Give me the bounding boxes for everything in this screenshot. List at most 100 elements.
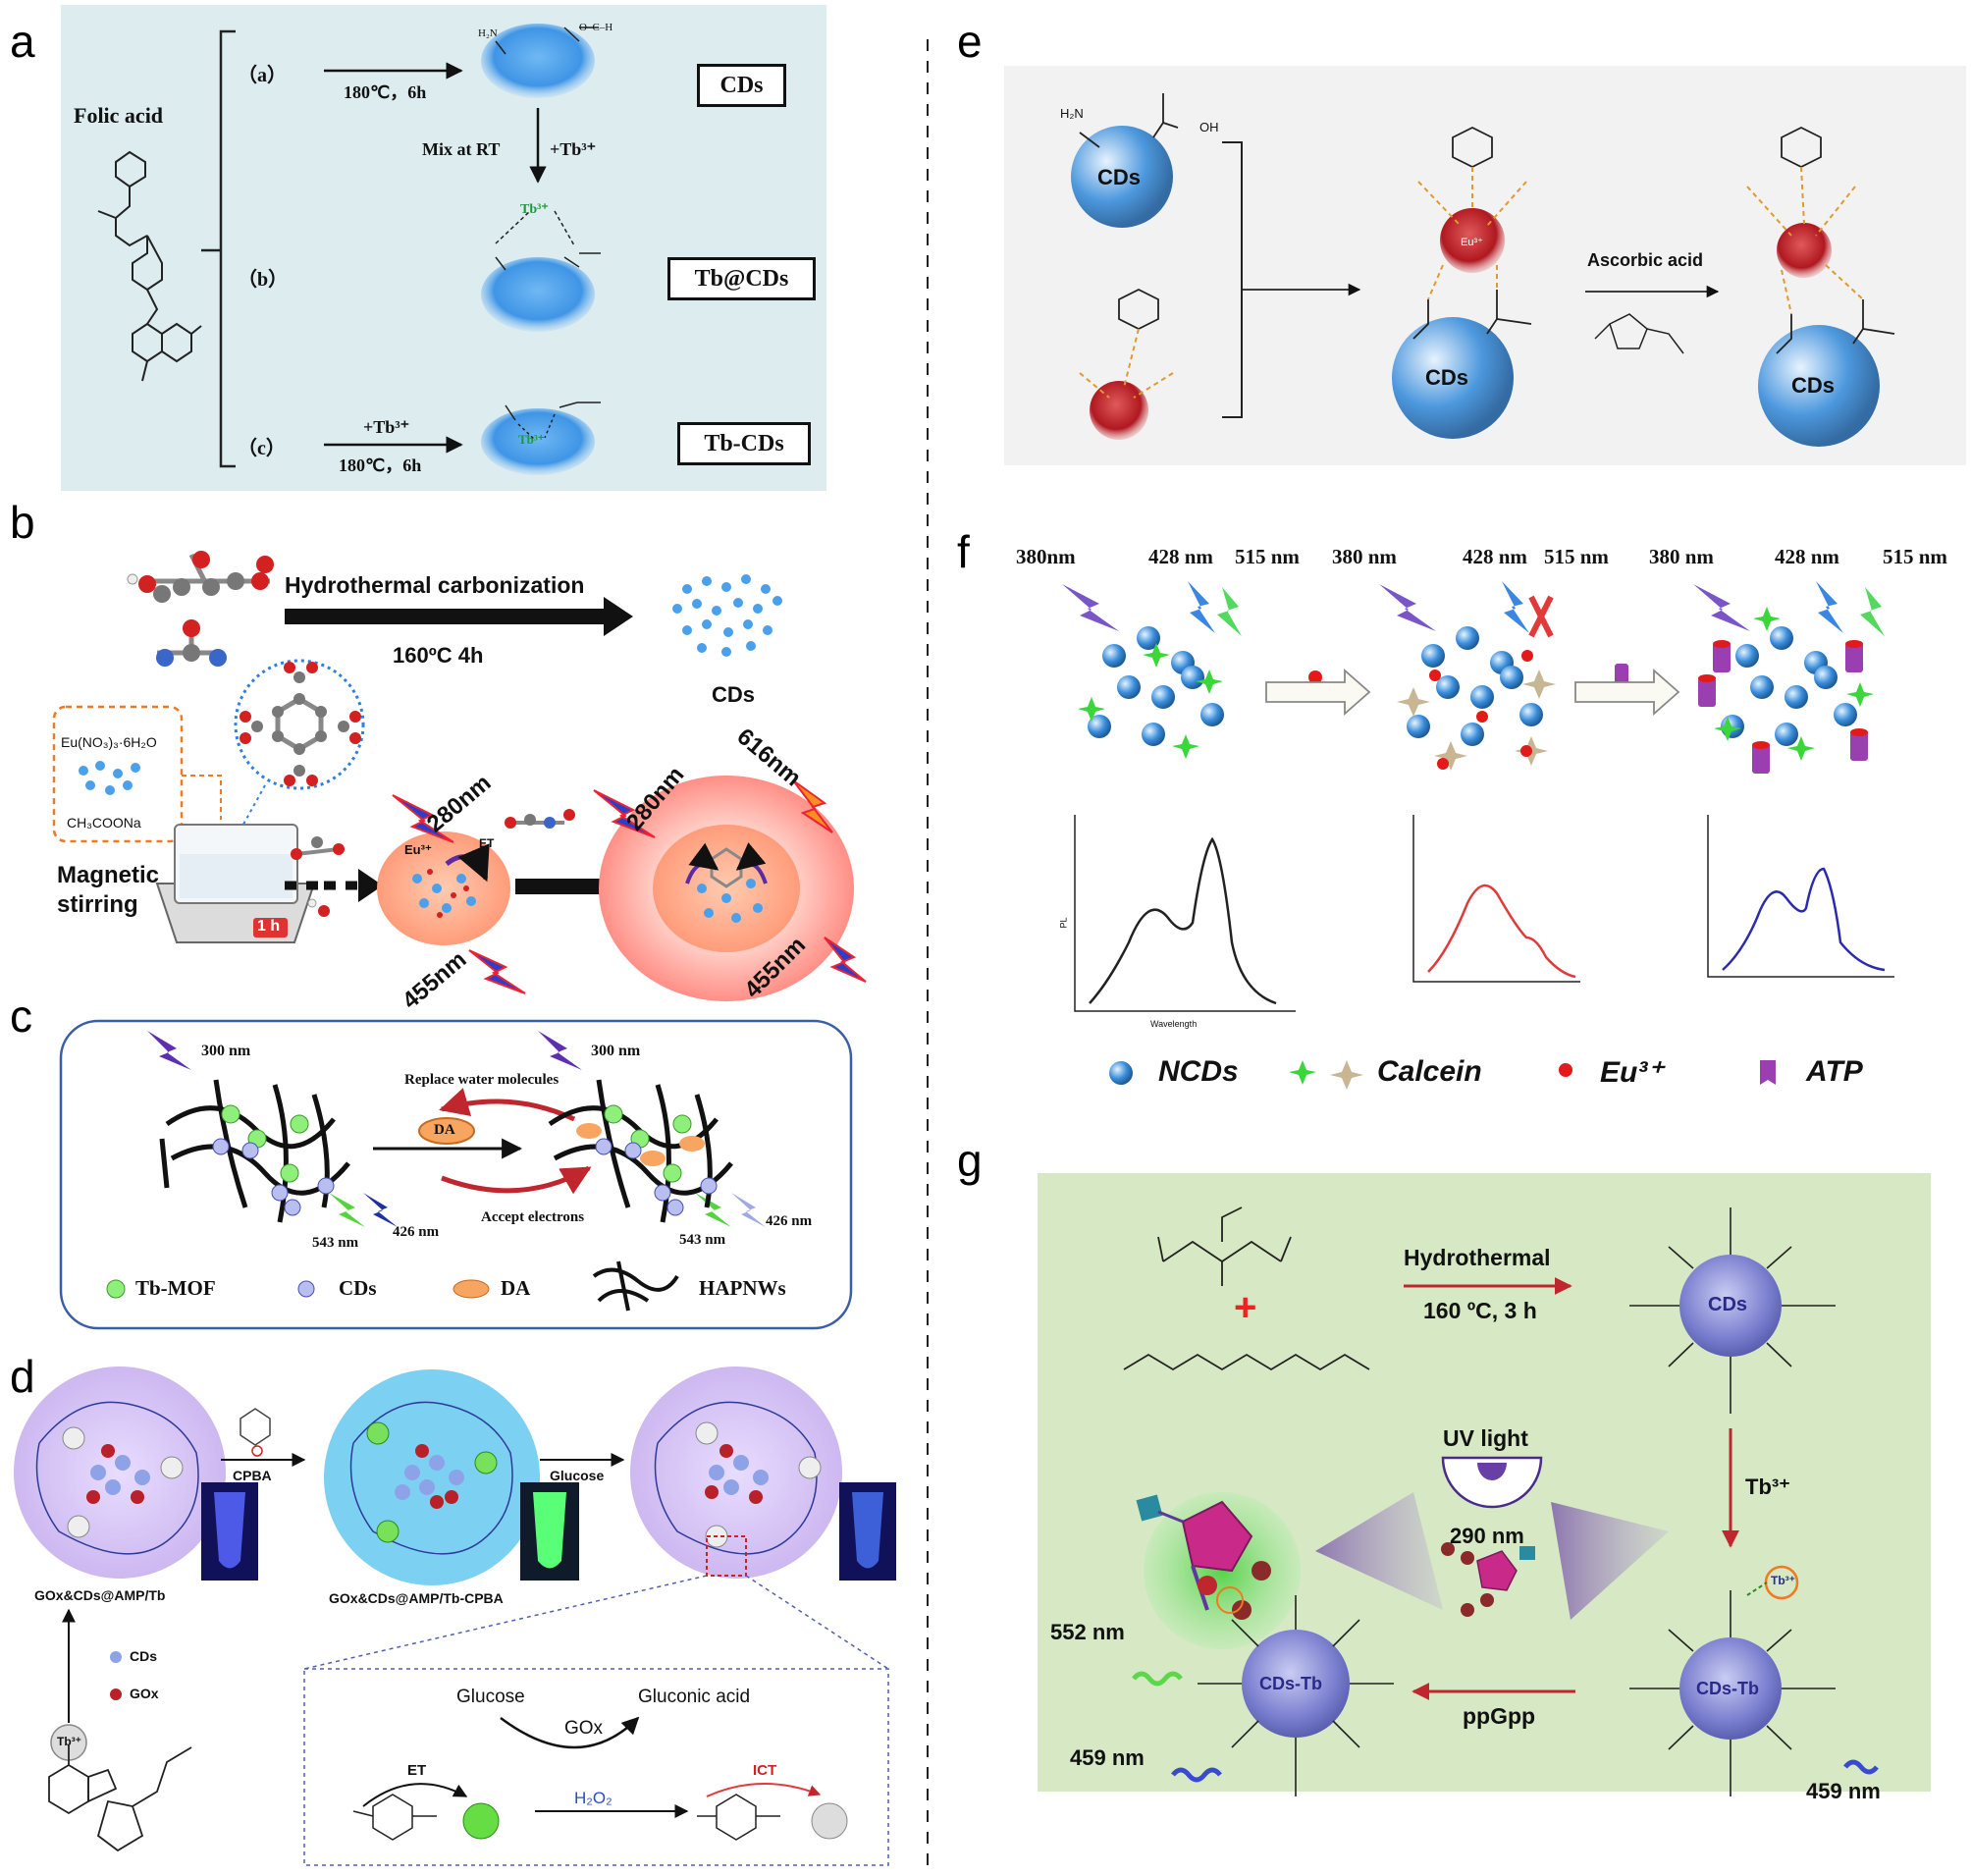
cds-e-2 <box>1392 317 1514 439</box>
ppgpp-label: ppGpp <box>1463 1703 1536 1729</box>
tb-at-cds-particle <box>481 257 595 332</box>
lightning-bolts-b <box>392 779 867 994</box>
tb-ion-c: Tb³⁺ <box>518 432 545 447</box>
ncds-balls <box>1088 626 1857 746</box>
cds-e-label-3: CDs <box>1791 373 1836 398</box>
folic-acid-label: Folic acid <box>74 103 164 128</box>
molecule-urea <box>156 619 227 667</box>
teta-structure <box>1123 1353 1370 1371</box>
panel-label-f: f <box>957 526 970 577</box>
spectrum-3 <box>1722 867 1886 972</box>
wl-459-left-label: 459 nm <box>1070 1745 1145 1770</box>
eu-e-label: Eu³⁺ <box>1461 237 1483 248</box>
h2o2-label: H₂O₂ <box>574 1789 613 1807</box>
uv-lamp <box>1441 1456 1543 1509</box>
wl-300-a: 300 nm <box>201 1043 251 1059</box>
legend-ncds: NCDs <box>1158 1055 1239 1088</box>
svg-text:+: + <box>1234 1286 1256 1329</box>
citric-acid-structure <box>1157 1206 1292 1286</box>
emission-459-left <box>1171 1767 1222 1783</box>
wl-426-a: 426 nm <box>393 1224 440 1240</box>
panel-c-frame <box>59 1019 853 1330</box>
tb-cds-particle <box>481 408 595 475</box>
zoom-box-d <box>303 1668 889 1866</box>
cooh-label: O–C–H <box>579 22 613 33</box>
condition-a: 180℃，6h <box>344 82 427 102</box>
tb-ion-g: Tb³⁺ <box>1771 1574 1795 1587</box>
legend-tbmof: Tb-MOF <box>135 1276 216 1300</box>
lightning-bolts-c <box>147 1031 766 1227</box>
da-label-arrow: DA <box>434 1122 455 1138</box>
acetate-label: CH₃COONa <box>67 815 141 831</box>
uv-beam-left <box>1315 1492 1443 1610</box>
tb-green-sphere <box>462 1802 500 1840</box>
mix-at-rt: Mix at RT <box>422 139 501 159</box>
condition-c: 180℃，6h <box>339 456 422 475</box>
cds-e-label-2: CDs <box>1425 365 1469 390</box>
et-label-d: ET <box>407 1762 427 1779</box>
green-emission-glow <box>1144 1492 1301 1649</box>
legend-gox-dot <box>110 1688 122 1700</box>
cds-e-label-1: CDs <box>1097 165 1142 189</box>
eu-e-3 <box>1777 223 1832 278</box>
ppgpp-bound <box>1181 1500 1253 1573</box>
legend-cds-c: CDs <box>339 1276 377 1300</box>
f-wl-5: 428 nm <box>1463 545 1527 568</box>
gox-enzyme-label: GOx <box>564 1718 604 1739</box>
legend-atp: ATP <box>1806 1055 1863 1088</box>
folic-acid-structure <box>97 150 202 382</box>
eu-salt-box <box>52 705 184 843</box>
molecule-trimesic <box>240 662 361 786</box>
ascorbic-acid-label: Ascorbic acid <box>1587 250 1704 270</box>
hollow-arrow-2 <box>1574 669 1680 716</box>
stir-time: 1 h <box>257 918 281 935</box>
tb-add-b: +Tb³⁺ <box>550 139 597 159</box>
panel-a-bracket <box>219 29 236 468</box>
panel-label-e: e <box>957 16 983 67</box>
particle-name-left: GOx&CDs@AMP/Tb <box>34 1587 166 1603</box>
panel-label-d: d <box>10 1351 35 1402</box>
wl-543-a: 543 nm <box>312 1235 359 1251</box>
ict-label: ICT <box>753 1762 777 1779</box>
da-molecule <box>418 1117 475 1145</box>
cds-e-3 <box>1758 325 1880 447</box>
lightning-bolts-f <box>1062 581 1885 636</box>
stirring-label: stirring <box>57 891 138 918</box>
ppgpp-free <box>1476 1550 1518 1591</box>
uv-beam-right <box>1551 1502 1669 1620</box>
f-wl-2: 428 nm <box>1148 545 1213 568</box>
atp-cylinders <box>1615 640 1868 774</box>
eu-ion-add <box>1308 670 1322 684</box>
legend-da: DA <box>501 1276 531 1300</box>
amp-tb-particle <box>14 1367 226 1579</box>
f-wl-3: 515 nm <box>1235 545 1300 568</box>
step-a-label: （a） <box>238 65 287 86</box>
wl-426-b: 426 nm <box>766 1213 813 1229</box>
magnetic-stirrer <box>155 824 316 943</box>
panel-label-b: b <box>10 497 35 548</box>
tb-arrow-label: Tb³⁺ <box>1745 1474 1790 1499</box>
hydrothermal-label: Hydrothermal carbonization <box>285 572 585 598</box>
et-label-b: ET <box>479 836 495 850</box>
step-b-label: （b） <box>238 269 289 291</box>
after-glucose-particle <box>630 1367 842 1579</box>
oh-e-label: OH <box>1199 120 1219 134</box>
h2n-e-label: H₂N <box>1060 106 1084 121</box>
legend-eu: Eu³⁺ <box>1600 1056 1664 1089</box>
panel-label-c: c <box>10 991 32 1042</box>
legend-gox-d: GOx <box>130 1686 159 1701</box>
emission-459-right <box>1843 1759 1879 1775</box>
legend-da-marker <box>453 1279 490 1299</box>
cds-tb-right-label: CDs-Tb <box>1696 1679 1759 1698</box>
cds-particle-a <box>481 24 595 98</box>
cds-label-b: CDs <box>712 682 756 707</box>
legend-calcein-star1 <box>1289 1060 1316 1085</box>
arrow-to-glow <box>515 867 633 906</box>
gluconic-acid-label: Gluconic acid <box>638 1687 751 1707</box>
wl-300-b: 300 nm <box>591 1043 641 1059</box>
tb-add-c: +Tb³⁺ <box>363 417 410 437</box>
cds-g-label: CDs <box>1708 1294 1748 1315</box>
amp-structure <box>48 1745 192 1852</box>
wl-552-label: 552 nm <box>1050 1620 1125 1644</box>
